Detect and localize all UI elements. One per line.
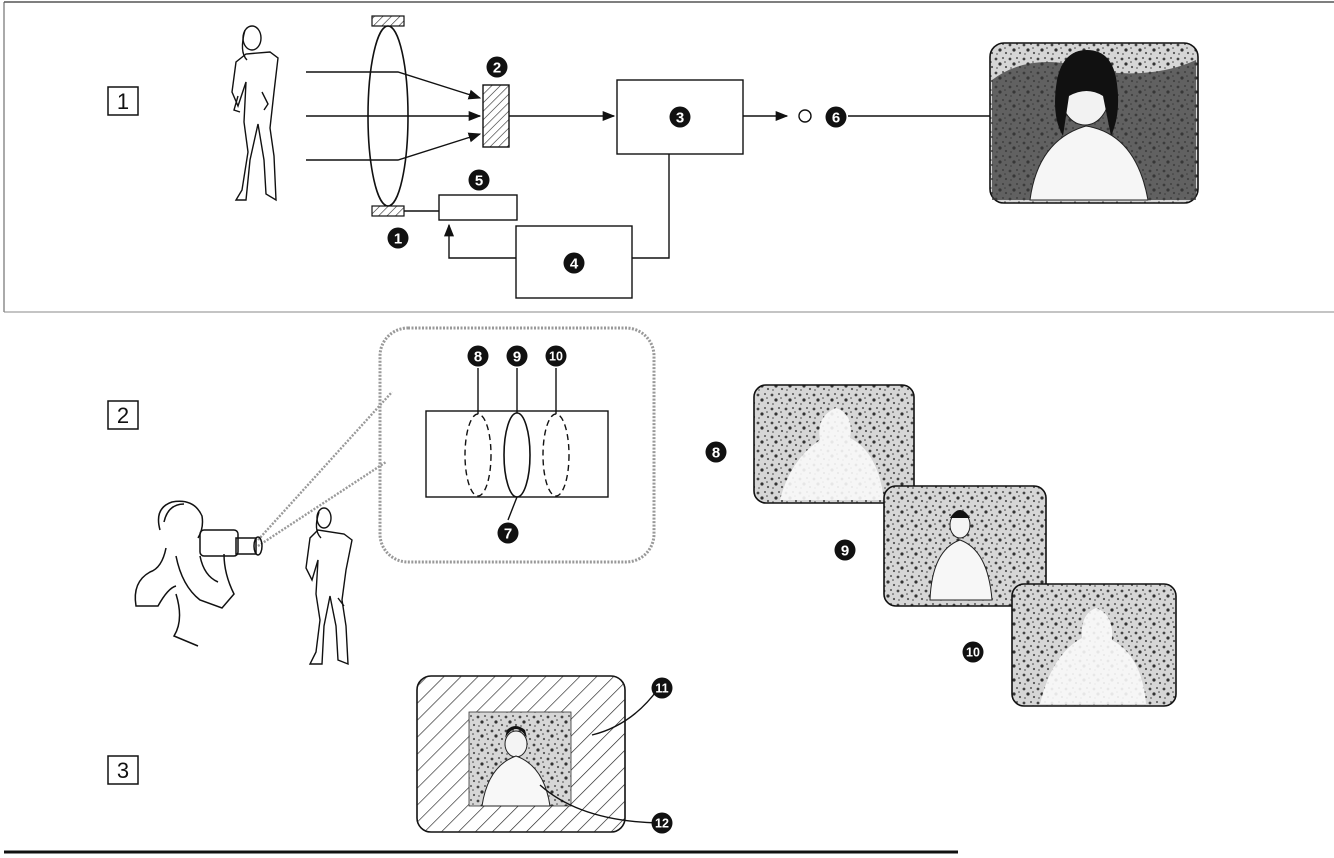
callout-line-11 — [591, 688, 659, 736]
svg-text:6: 6 — [832, 110, 840, 127]
callout-8: 8 — [467, 345, 489, 367]
callout-line-12 — [539, 784, 659, 824]
lens-motor-box — [438, 194, 518, 221]
svg-text:11: 11 — [655, 682, 668, 696]
svg-text:8: 8 — [474, 349, 482, 366]
callout-3: 3 — [669, 106, 691, 128]
svg-text:2: 2 — [493, 60, 501, 77]
monitor-image-1 — [989, 42, 1199, 204]
callout-5: 5 — [468, 169, 490, 191]
light-rays — [306, 71, 482, 161]
svg-text:5: 5 — [475, 173, 483, 190]
focus-area-screen — [416, 675, 626, 833]
svg-text:8: 8 — [712, 445, 720, 462]
subject-figure-2 — [305, 507, 353, 666]
callout-10: 10 — [545, 345, 567, 367]
cameraman-figure — [134, 500, 263, 647]
callout-9-screen: 9 — [834, 539, 856, 561]
svg-text:2: 2 — [117, 403, 129, 428]
callout-4: 4 — [563, 252, 585, 274]
callout-12: 12 — [651, 812, 673, 834]
screen-far-blur — [1011, 583, 1177, 707]
view-cone — [257, 391, 393, 548]
svg-text:4: 4 — [570, 256, 579, 273]
callout-1: 1 — [387, 227, 409, 249]
svg-text:1: 1 — [394, 231, 402, 248]
output-terminal — [798, 109, 812, 123]
frame — [3, 1, 1334, 854]
callout-6: 6 — [825, 106, 847, 128]
lens-barrel — [425, 410, 609, 498]
callout-9: 9 — [506, 345, 528, 367]
svg-text:3: 3 — [676, 110, 684, 127]
svg-text:3: 3 — [117, 758, 129, 783]
callout-8-screen: 8 — [705, 441, 727, 463]
svg-text:10: 10 — [966, 646, 980, 660]
svg-text:12: 12 — [655, 817, 669, 831]
svg-text:9: 9 — [513, 349, 521, 366]
subject-figure-1 — [231, 25, 279, 202]
callout-7: 7 — [497, 522, 519, 544]
callout-10-screen: 10 — [962, 641, 984, 663]
svg-text:1: 1 — [117, 89, 129, 114]
svg-text:9: 9 — [841, 543, 849, 560]
section-1-label: 1 — [107, 86, 139, 116]
screen-in-focus — [883, 485, 1047, 607]
image-sensor — [482, 84, 510, 148]
callout-2: 2 — [486, 56, 508, 78]
feedback-line — [631, 154, 670, 259]
focus-lens — [367, 15, 409, 217]
callout-11: 11 — [651, 677, 673, 699]
svg-text:7: 7 — [504, 526, 512, 543]
drive-line — [443, 223, 516, 259]
section-2-label: 2 — [107, 400, 139, 430]
screen-near-blur — [753, 384, 915, 504]
svg-text:10: 10 — [549, 350, 563, 364]
section-3-label: 3 — [107, 755, 139, 785]
